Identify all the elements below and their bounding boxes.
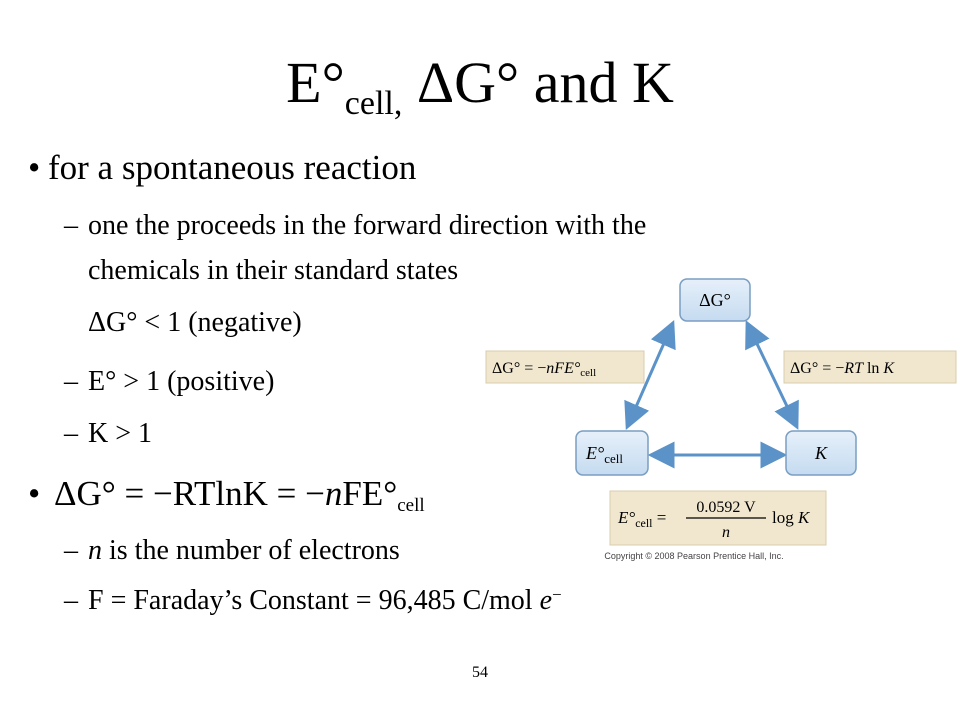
svg-text:E°cell: E°cell xyxy=(585,443,623,466)
arrow-left-edge xyxy=(624,320,676,430)
sub-bullet-electrons: n is the number of electrons xyxy=(88,535,400,566)
node-k: K xyxy=(785,430,857,476)
svg-text:ΔG°: ΔG° xyxy=(699,290,731,310)
dash-marker: – xyxy=(64,585,78,616)
svg-text:log K: log K xyxy=(772,508,811,527)
relationship-diagram: ΔG° E°cell K ΔG° = −nFE°cell ΔG° = −RT l… xyxy=(480,275,960,575)
slide-title: E°cell, ΔG° and K xyxy=(0,48,960,139)
sub-bullet-definition-line2: chemicals in their standard states xyxy=(88,255,459,286)
svg-text:0.0592 V: 0.0592 V xyxy=(696,499,756,516)
svg-text:ΔG° = −RT ln K: ΔG° = −RT ln K xyxy=(790,360,895,377)
equation-bottom: E°cell = 0.0592 V n log K xyxy=(609,490,827,546)
bullet-marker: • xyxy=(28,148,41,187)
node-delta-g: ΔG° xyxy=(679,278,751,322)
sub-bullet-k: K > 1 xyxy=(88,418,153,449)
sub-bullet-delta-g: ΔG° < 1 (negative) xyxy=(88,307,302,338)
dash-marker: – xyxy=(64,418,78,449)
sub-bullet-e-positive: E° > 1 (positive) xyxy=(88,366,275,397)
page-number: 54 xyxy=(472,664,488,681)
svg-text:ΔG° = −nFE°cell: ΔG° = −nFE°cell xyxy=(492,360,596,379)
dash-marker: – xyxy=(64,210,78,241)
title-subscript: cell, xyxy=(344,85,403,122)
svg-text:n: n xyxy=(722,524,730,541)
dash-marker: – xyxy=(64,535,78,566)
bullet-spontaneous: for a spontaneous reaction xyxy=(48,148,417,187)
bullet-marker: • xyxy=(28,474,41,513)
title-main: E° xyxy=(286,50,345,115)
sub-bullet-definition-line1: one the proceeds in the forward directio… xyxy=(88,210,647,241)
svg-text:K: K xyxy=(814,443,828,463)
copyright-note: Copyright © 2008 Pearson Prentice Hall, … xyxy=(604,551,783,561)
svg-text:E°cell =: E°cell = xyxy=(617,508,666,530)
title-rest: ΔG° and K xyxy=(402,50,674,115)
equation-left: ΔG° = −nFE°cell xyxy=(485,350,645,384)
node-e-cell: E°cell xyxy=(575,430,649,476)
dash-marker: – xyxy=(64,366,78,397)
bullet-relationship-equation: ΔG° = −RTlnK = −nFE°cell xyxy=(54,474,425,516)
arrow-right-edge xyxy=(745,320,799,430)
sub-bullet-faraday: F = Faraday’s Constant = 96,485 C/mol e− xyxy=(88,585,562,616)
equation-right: ΔG° = −RT ln K xyxy=(783,350,957,384)
